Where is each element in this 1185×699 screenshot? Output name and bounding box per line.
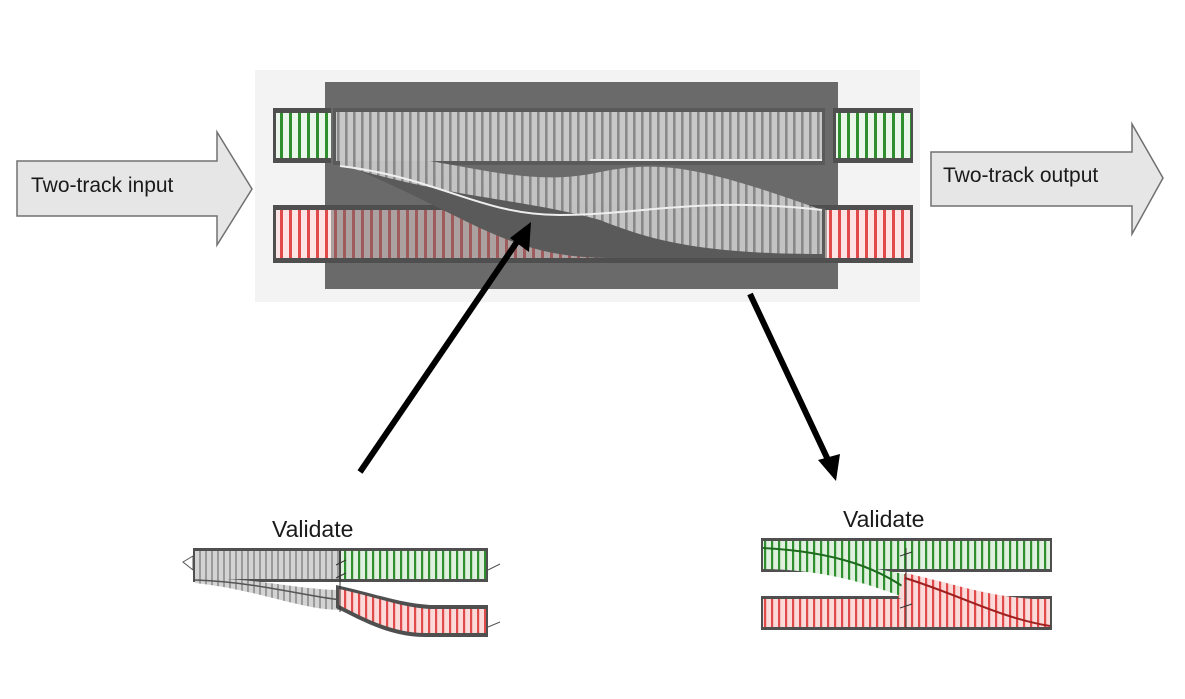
input-track-upper-green	[273, 108, 331, 163]
pointer-arrow-up	[357, 222, 531, 474]
validate-right-group: Validate	[761, 506, 1052, 630]
output-arrow-label: Two-track output	[943, 164, 1098, 187]
switch-straight-track	[333, 108, 825, 165]
input-arrow: Two-track input	[16, 129, 253, 248]
validate-left-group: Validate	[182, 516, 501, 637]
switch-module	[255, 70, 920, 302]
validate-right-label: Validate	[843, 506, 924, 532]
pointer-arrow-down	[747, 292, 840, 481]
switch-diverging-track	[336, 150, 825, 258]
validate-left-label: Validate	[272, 516, 353, 542]
output-arrow: Two-track output	[930, 121, 1164, 237]
input-arrow-label: Two-track input	[31, 174, 174, 197]
output-track-upper-green	[833, 108, 913, 163]
